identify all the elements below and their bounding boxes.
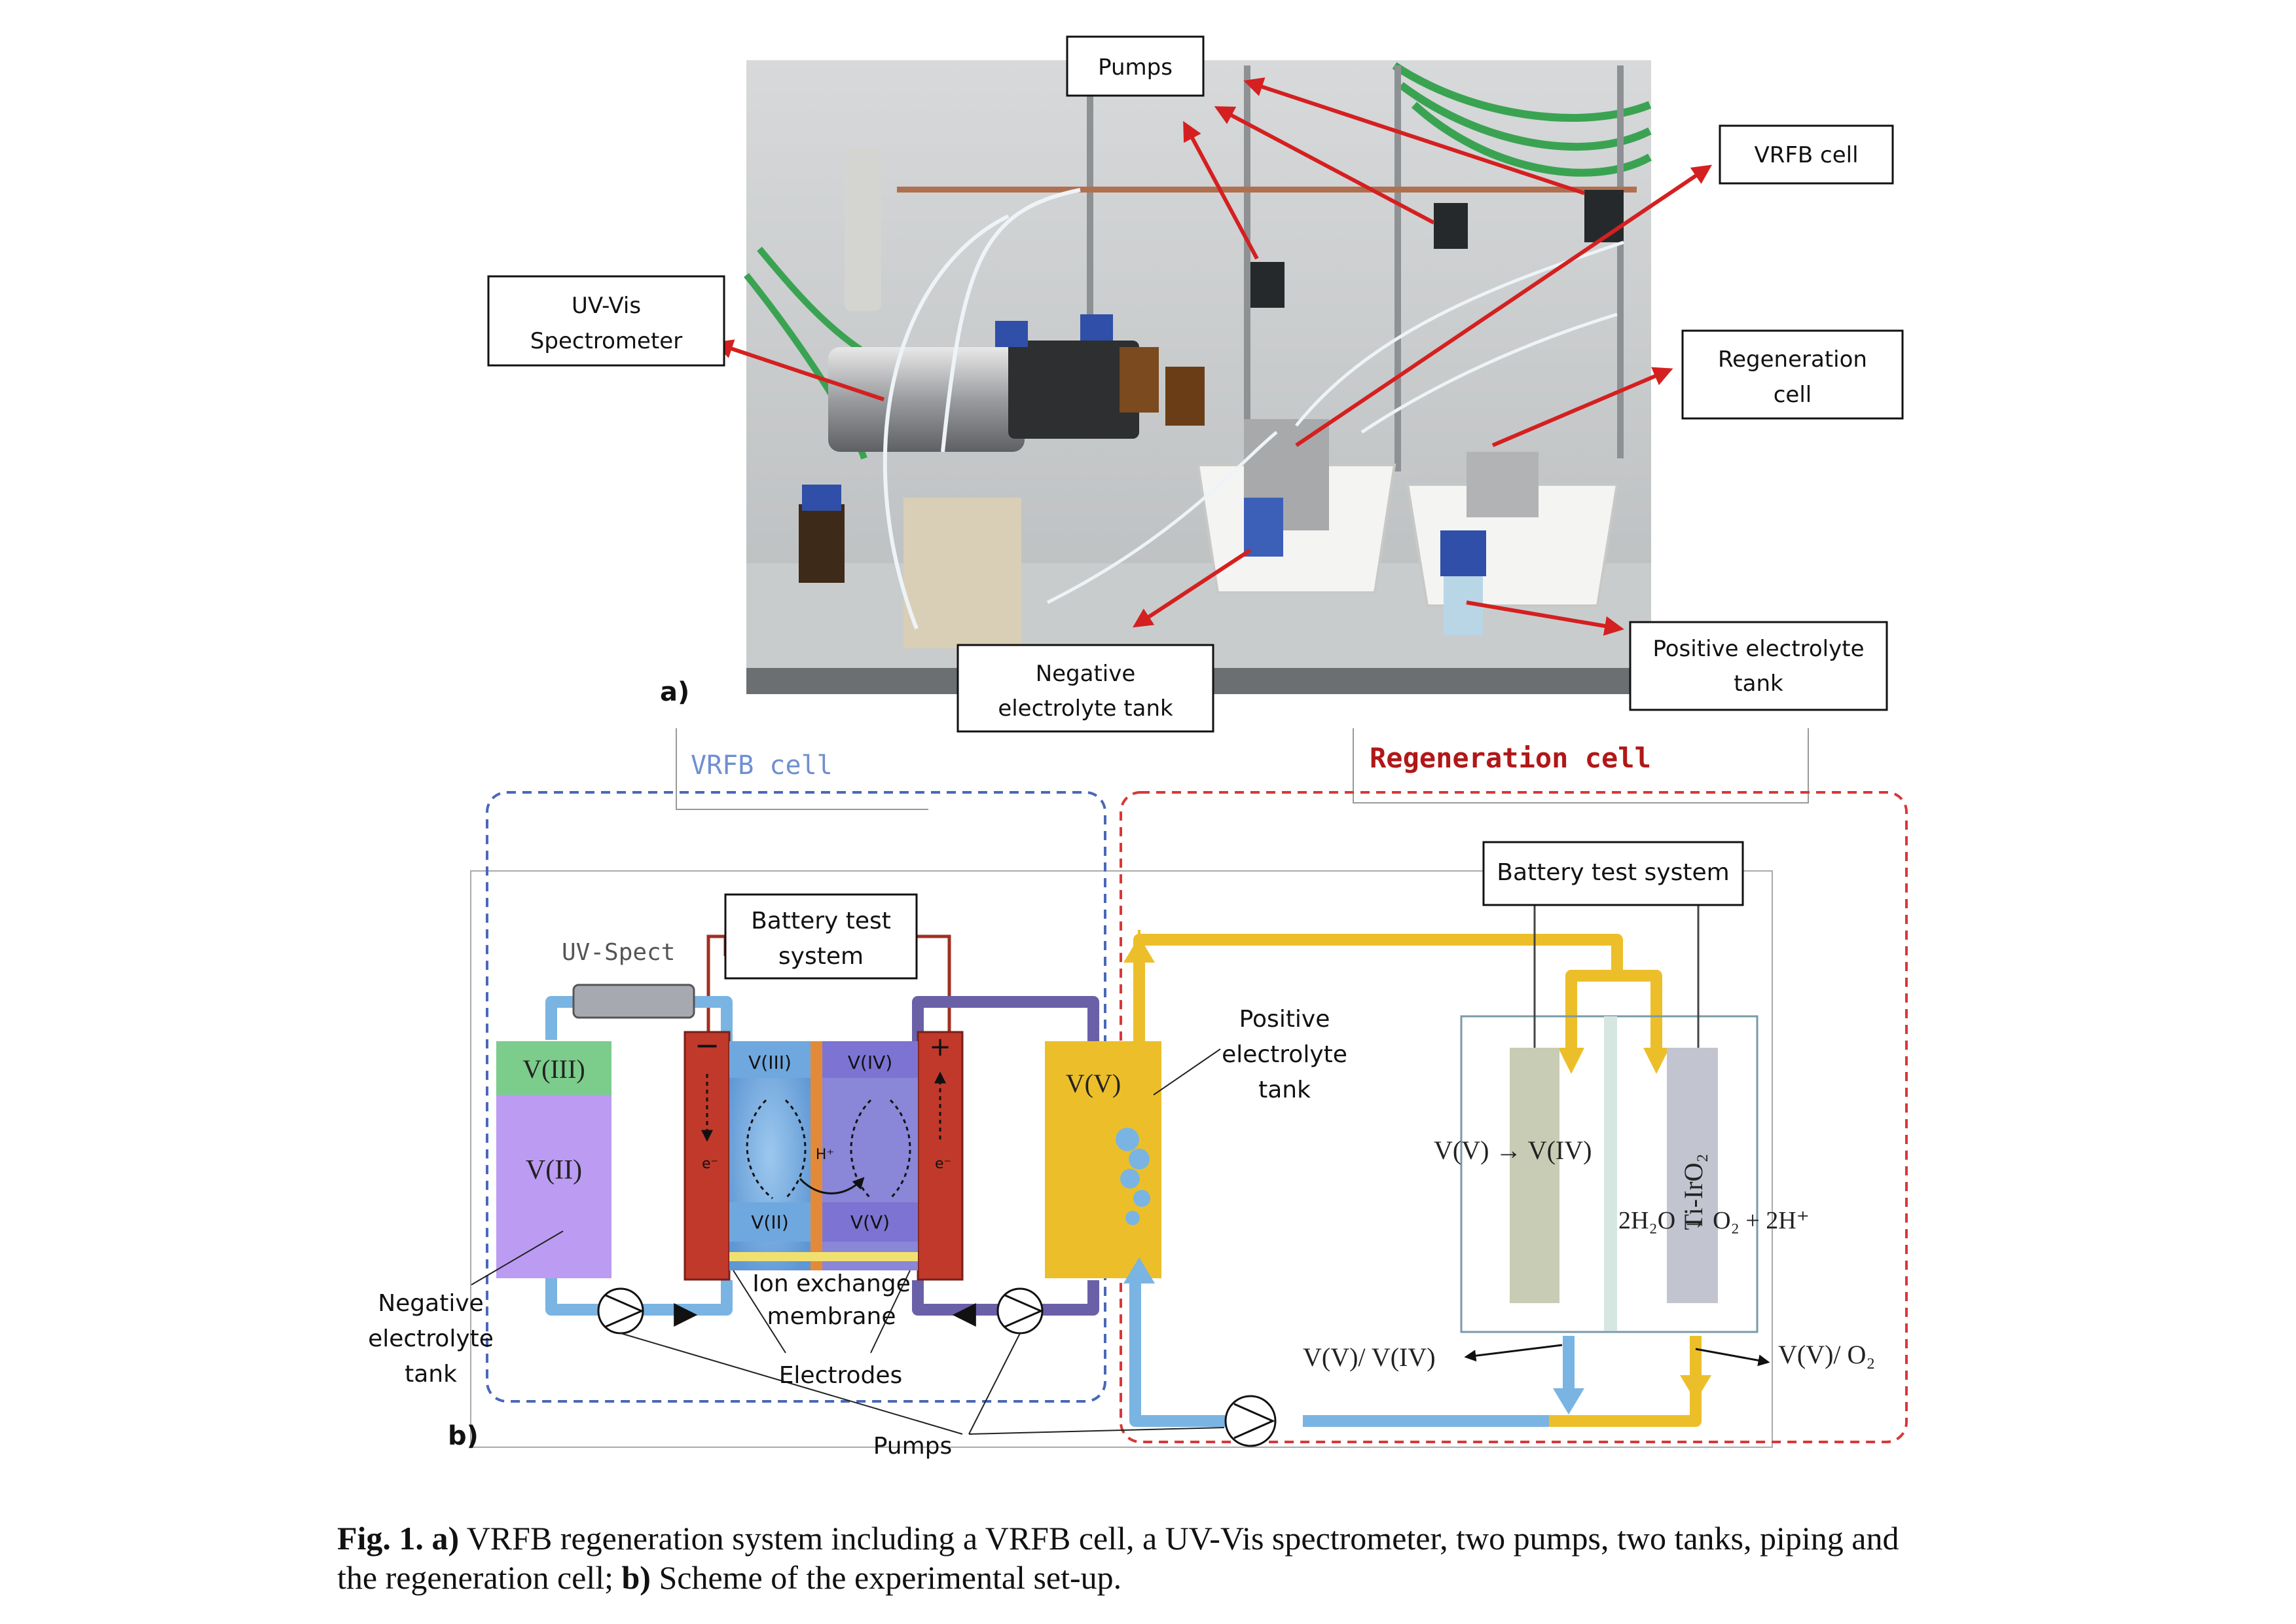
svg-text:e⁻: e⁻ xyxy=(702,1156,718,1172)
panel-a-letter: a) xyxy=(660,677,689,707)
callout-regeneration-cell: Regeneration cell xyxy=(1681,329,1904,420)
svg-text:UV-Vis: UV-Vis xyxy=(572,293,641,319)
battery-test-system-right: Battery test system xyxy=(1482,841,1744,906)
svg-text:Negative: Negative xyxy=(1036,661,1136,687)
leader-lines xyxy=(471,1048,1225,1435)
output-right: V(V)/ O₂ xyxy=(1778,1340,1875,1369)
membrane-label-1: Ion exchange xyxy=(752,1270,911,1297)
svg-text:V(IV): V(IV) xyxy=(848,1052,892,1073)
callout-arrows xyxy=(713,77,1712,636)
uv-spect-label: UV-Spect xyxy=(562,939,675,966)
neg-tank-callout-3: tank xyxy=(405,1361,457,1388)
anode-label: Ti-IrO₂ xyxy=(1679,1154,1708,1230)
reaction-cathode: V(V) → V(IV) xyxy=(1434,1135,1592,1165)
regeneration-cell-title: Regeneration cell xyxy=(1370,742,1651,774)
pos-tank-callout-1: Positive xyxy=(1239,1006,1330,1033)
title-brackets xyxy=(470,728,1809,1448)
callout-vrfb-cell: VRFB cell xyxy=(1719,124,1894,185)
regen-arrowhead-down-2 xyxy=(1643,1048,1669,1074)
svg-text:system: system xyxy=(778,943,864,970)
regeneration-cell-vessel xyxy=(1460,904,1758,1333)
minus-terminal: − xyxy=(695,1027,720,1063)
svg-text:Regeneration: Regeneration xyxy=(1718,346,1867,373)
pump-positive xyxy=(996,1287,1044,1335)
svg-text:VRFB cell: VRFB cell xyxy=(1754,142,1858,168)
output-arrows xyxy=(1464,1344,1770,1367)
svg-text:Pumps: Pumps xyxy=(1098,54,1173,81)
svg-text:cell: cell xyxy=(1774,382,1812,408)
vrfb-cell-stack: − + e⁻ e⁻ V(III) V(IV) V(II) V(V) H⁺ xyxy=(683,1027,964,1281)
svg-text:V(II): V(II) xyxy=(526,1155,582,1185)
svg-text:electrolyte tank: electrolyte tank xyxy=(998,695,1173,722)
pumps-label: Pumps xyxy=(873,1433,953,1460)
svg-text:V(V): V(V) xyxy=(850,1211,890,1233)
plus-terminal: + xyxy=(929,1032,951,1062)
output-left: V(V)/ V(IV) xyxy=(1303,1342,1436,1372)
callout-pumps: Pumps xyxy=(1066,35,1205,97)
pos-tank-callout-3: tank xyxy=(1258,1077,1311,1103)
callout-uv-vis-spectrometer: UV-Vis Spectrometer xyxy=(487,275,725,367)
regen-arrowhead-down-4 xyxy=(1680,1375,1711,1401)
svg-text:Positive electrolyte: Positive electrolyte xyxy=(1652,636,1864,662)
svg-text:V(V): V(V) xyxy=(1066,1069,1121,1098)
regen-arrowhead-down-1 xyxy=(1558,1048,1584,1074)
neg-tank-callout-2: electrolyte xyxy=(368,1325,494,1352)
electrodes-label: Electrodes xyxy=(779,1362,903,1389)
caption-line-2: the regeneration cell; b) Scheme of the … xyxy=(337,1559,1121,1596)
pump-regeneration xyxy=(1224,1395,1277,1447)
pos-tank-callout-2: electrolyte xyxy=(1222,1041,1347,1068)
regen-arrowhead-up xyxy=(1123,936,1155,963)
svg-text:e⁻: e⁻ xyxy=(935,1156,951,1172)
svg-text:Battery test system: Battery test system xyxy=(1497,859,1729,886)
negative-electrolyte-tank: V(III) V(II) xyxy=(496,1041,611,1278)
lab-photo xyxy=(744,60,1652,694)
svg-text:V(III): V(III) xyxy=(748,1052,792,1073)
neg-tank-callout-1: Negative xyxy=(378,1290,484,1317)
svg-text:H⁺: H⁺ xyxy=(816,1147,834,1163)
positive-electrolyte-tank: V(V) xyxy=(1045,1041,1161,1278)
reaction-anode: 2H₂O → O₂ + 2H⁺ xyxy=(1618,1207,1810,1234)
svg-text:V(II): V(II) xyxy=(751,1211,789,1233)
caption-line-1: Fig. 1. a) VRFB regeneration system incl… xyxy=(337,1520,1899,1557)
vrfb-cell-title: VRFB cell xyxy=(691,750,833,781)
regen-arrowhead-down-3 xyxy=(1553,1388,1584,1414)
regen-arrowhead-up-lower xyxy=(1123,1257,1155,1283)
callout-negative-electrolyte-tank: Negative electrolyte tank xyxy=(957,644,1214,733)
svg-text:V(III): V(III) xyxy=(522,1054,585,1084)
uv-spectrometer-block xyxy=(572,984,695,1019)
battery-test-system-left: Battery test system xyxy=(724,893,918,980)
panel-b-letter: b) xyxy=(448,1421,479,1451)
vrfb-cell-boundary xyxy=(486,791,1106,1403)
pump-negative xyxy=(597,1287,644,1335)
svg-text:Battery test: Battery test xyxy=(751,908,891,934)
callout-positive-electrolyte-tank: Positive electrolyte tank xyxy=(1629,621,1888,711)
svg-text:Spectrometer: Spectrometer xyxy=(530,328,682,354)
membrane-label-2: membrane xyxy=(767,1303,896,1330)
svg-text:tank: tank xyxy=(1734,671,1783,697)
